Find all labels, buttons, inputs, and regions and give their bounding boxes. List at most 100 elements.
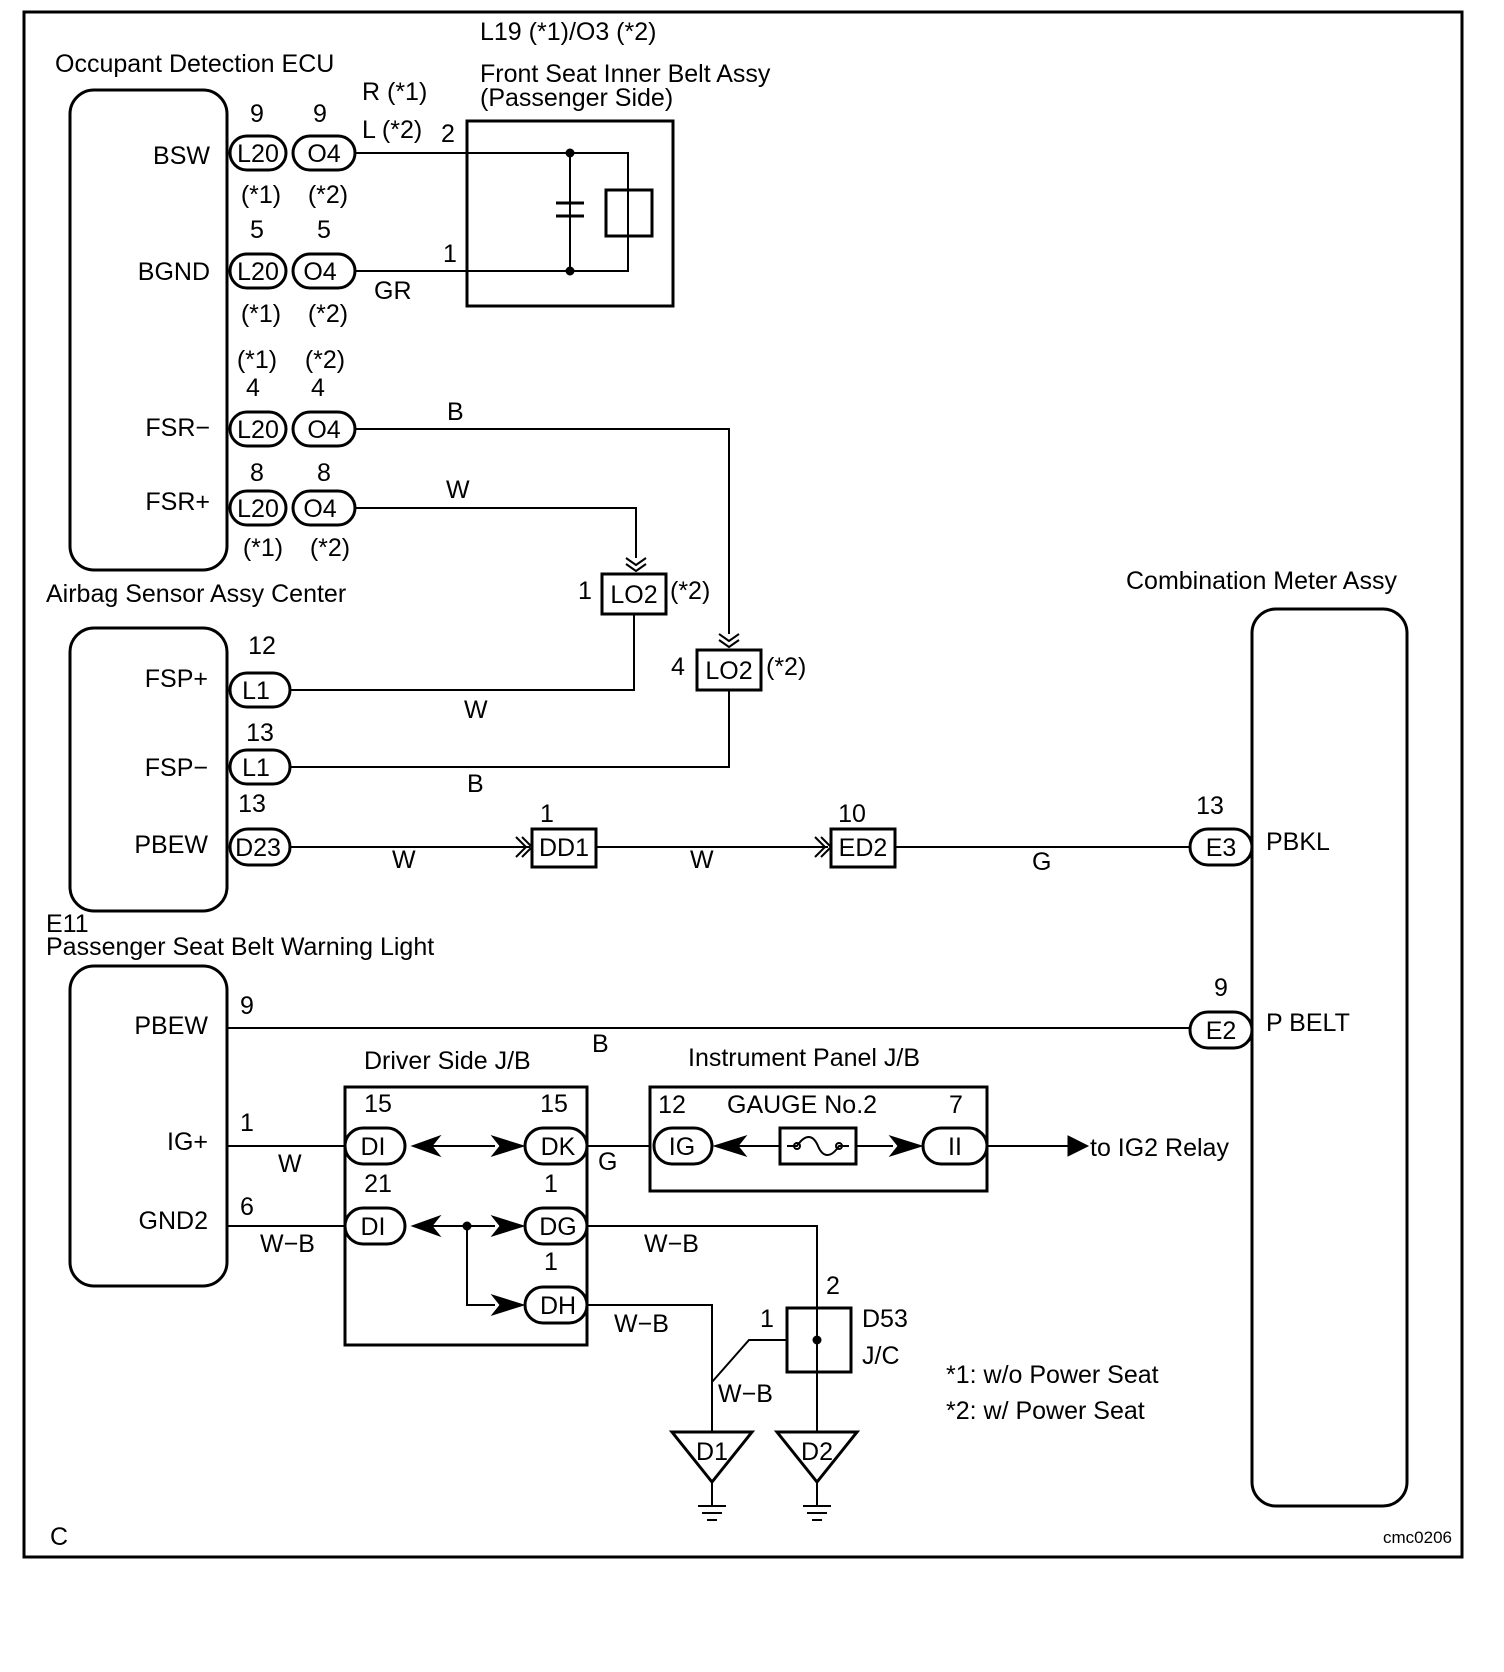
connector-dd1 (530, 827, 598, 869)
wire-color: B (592, 1030, 609, 1058)
meter-title: Combination Meter Assy (1126, 567, 1397, 595)
variant-label: (*2) (308, 181, 348, 209)
connector-dh-label: DH (540, 1292, 576, 1320)
junction-dot (812, 1335, 822, 1345)
ecu-title: Occupant Detection ECU (55, 50, 334, 78)
pin-number: 1 (544, 1170, 558, 1198)
connector-lo2-label: LO2 (610, 581, 657, 609)
belt-code: L19 (*1)/O3 (*2) (480, 18, 656, 46)
connector-l20-label: L20 (237, 495, 279, 523)
pin-number: 15 (540, 1090, 568, 1118)
wire-color: L (*2) (362, 116, 422, 144)
meter-box (1250, 607, 1409, 1508)
pin-fsr-plus: FSR+ (145, 488, 210, 516)
variant-label: (*1) (243, 534, 283, 562)
pin-number: 8 (317, 459, 331, 487)
pin-number: 1 (540, 800, 554, 828)
pin-number: 13 (1196, 792, 1224, 820)
pin-fsp-plus: FSP+ (145, 665, 208, 693)
wire-color: B (447, 398, 464, 426)
fuse-icon (787, 1136, 849, 1156)
ground-d2-label: D2 (801, 1438, 833, 1466)
connector-l20-label: L20 (237, 416, 279, 444)
connector-l20-label: L20 (237, 140, 279, 168)
pin-number: 9 (240, 992, 254, 1020)
pin-bsw: BSW (153, 142, 210, 170)
connector-l20-label: L20 (237, 258, 279, 286)
wire-fsr-minus (355, 428, 730, 634)
driver-jb-box (343, 1085, 589, 1347)
pin-pbew: PBEW (134, 831, 208, 859)
pin-gnd2: GND2 (139, 1207, 208, 1235)
wire-fsp-minus (290, 690, 730, 768)
gauge-label: GAUGE No.2 (727, 1091, 877, 1119)
pin-number: 21 (364, 1170, 392, 1198)
pin-number: 12 (658, 1091, 686, 1119)
connector-l1-label: L1 (242, 677, 270, 705)
jc-code: D53 (862, 1305, 908, 1333)
connector-o4-label: O4 (307, 140, 340, 168)
arrow-right-icon (1067, 1135, 1090, 1157)
variant-label: (*2) (670, 577, 710, 605)
connector-di (343, 1206, 407, 1246)
pin-fsr-minus: FSR− (145, 414, 210, 442)
pin-number: 9 (1214, 974, 1228, 1002)
fuse-terminal-dot (793, 1142, 801, 1150)
connector-arrow-icon (490, 1135, 526, 1157)
light-box (68, 964, 229, 1288)
belt-internal-wire (467, 152, 571, 272)
variant-label: (*1) (241, 300, 281, 328)
variant-label: (*2) (310, 534, 350, 562)
pin-pbelt: P BELT (1266, 1009, 1350, 1037)
connector-di-label: DI (361, 1133, 386, 1161)
connector-ed2-label: ED2 (839, 834, 888, 862)
pin-number: 7 (949, 1091, 963, 1119)
variant-label: (*1) (241, 181, 281, 209)
connector-arrow-icon (888, 1135, 924, 1157)
pin-number: 4 (671, 653, 685, 681)
variant-label: (*2) (305, 346, 345, 374)
wire-color: GR (374, 277, 412, 305)
belt-internal-wire (570, 152, 629, 272)
pin-number: 5 (317, 216, 331, 244)
connector-dk-label: DK (541, 1133, 576, 1161)
connector-di-label: DI (361, 1213, 386, 1241)
connector-l1-label: L1 (242, 754, 270, 782)
belt-box (465, 119, 675, 308)
wire-color: B (467, 770, 484, 798)
connector-arrow-icon (490, 1215, 526, 1237)
connector-o4-label: O4 (303, 258, 336, 286)
connector-e3-label: E3 (1206, 834, 1237, 862)
connector-l1 (228, 671, 292, 709)
connector-l20 (228, 134, 288, 172)
pin-number: 2 (826, 1272, 840, 1300)
airbag-box (68, 626, 229, 913)
note-2: *2: w/ Power Seat (946, 1397, 1145, 1425)
wire-color: W−B (614, 1310, 669, 1338)
connector-arrow-icon (490, 1294, 526, 1316)
wire-color: W−B (260, 1230, 315, 1258)
pin-number: 8 (250, 459, 264, 487)
wire-wb (711, 1339, 787, 1383)
connector-arrow-icon (625, 563, 647, 573)
ground-d1-label: D1 (696, 1438, 728, 1466)
connector-l20 (228, 252, 288, 290)
wire-color: G (598, 1148, 617, 1176)
pin-fsp-minus: FSP− (145, 754, 208, 782)
belt-title: Front Seat Inner Belt Assy (480, 60, 771, 88)
connector-l1 (228, 748, 292, 786)
pin-number: 1 (578, 577, 592, 605)
wire-color: W (446, 476, 470, 504)
airbag-title: Airbag Sensor Assy Center (46, 580, 346, 608)
connector-ii-label: II (948, 1133, 962, 1161)
connector-ig (652, 1126, 714, 1166)
pin-number: 10 (838, 800, 866, 828)
ground-point-d1 (668, 1430, 756, 1485)
variant-label: (*1) (237, 346, 277, 374)
wire-color: W (464, 696, 488, 724)
pin-bgnd: BGND (138, 258, 210, 286)
junction-dot (565, 148, 575, 158)
pin-pbew: PBEW (134, 1012, 208, 1040)
pin-number: 12 (248, 632, 276, 660)
connector-o4-label: O4 (303, 495, 336, 523)
